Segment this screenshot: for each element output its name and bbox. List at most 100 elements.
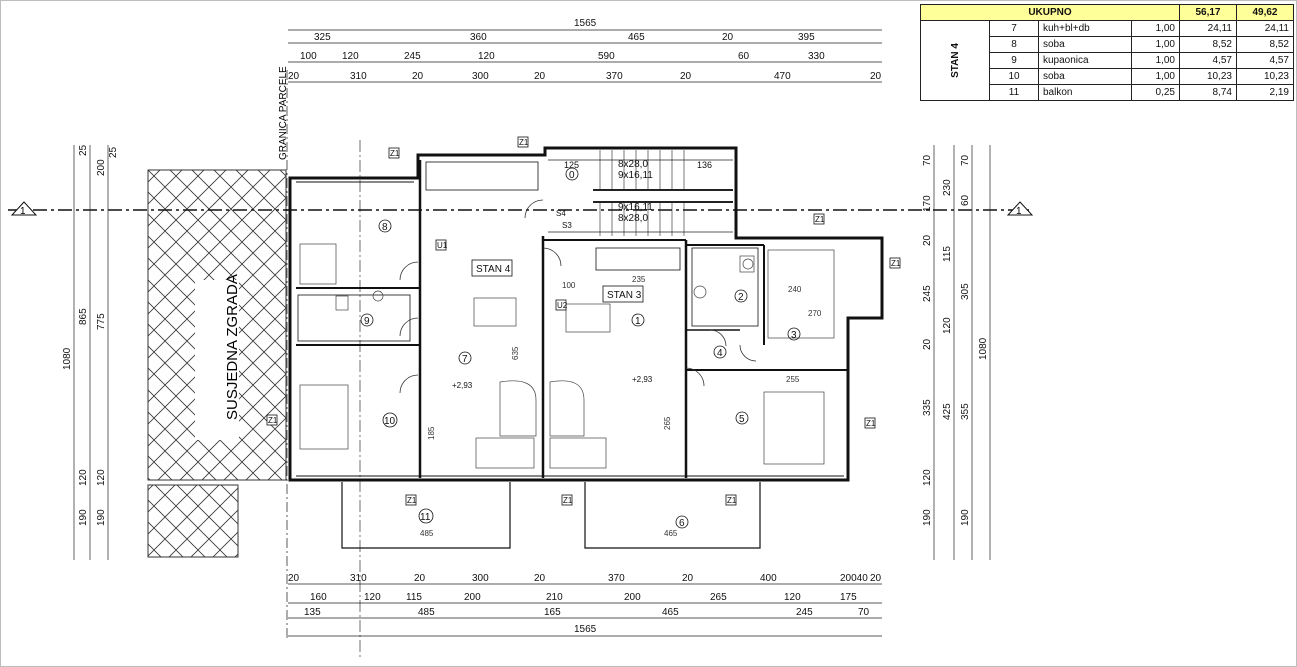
parcel-boundary: GRANICA PARCELE [278,66,289,640]
interior-dimensions: 235 255 240 270 485 465 635 265 185 100 [420,275,822,538]
svg-text:25: 25 [78,144,89,156]
svg-text:185: 185 [427,426,436,440]
svg-text:190: 190 [78,509,89,526]
svg-text:U1: U1 [437,241,448,250]
svg-text:465: 465 [628,32,645,43]
svg-text:5: 5 [739,414,745,425]
svg-text:245: 245 [922,285,933,302]
svg-text:120: 120 [342,51,359,62]
svg-text:240: 240 [788,285,802,294]
svg-text:245: 245 [404,51,421,62]
room-area-table: UKUPNO 56,17 49,62 STAN 4 7 kuh+bl+db 1,… [920,4,1295,101]
svg-text:470: 470 [774,71,791,82]
svg-text:25: 25 [108,146,119,158]
stair-upper: 8x28,0 [618,159,648,170]
svg-text:115: 115 [942,246,953,262]
svg-text:1080: 1080 [978,337,989,360]
svg-text:Z1: Z1 [727,496,737,505]
svg-text:20: 20 [288,71,300,82]
svg-text:165: 165 [544,607,561,618]
svg-text:7: 7 [462,354,468,365]
svg-text:465: 465 [662,607,679,618]
svg-text:485: 485 [418,607,435,618]
svg-text:335: 335 [922,399,933,416]
svg-text:4: 4 [717,348,723,359]
svg-text:120: 120 [96,469,107,486]
svg-text:6: 6 [679,518,685,529]
table-row: STAN 4 7 kuh+bl+db 1,00 24,11 24,11 [920,20,1295,101]
dimensions-bottom: 20 310 20 300 20 370 20 400 20040 20 160… [288,573,882,637]
svg-text:120: 120 [784,592,801,603]
building-walls [288,146,884,482]
svg-text:100: 100 [300,51,317,62]
svg-text:635: 635 [511,346,520,360]
svg-text:245: 245 [796,607,813,618]
svg-text:425: 425 [942,403,953,420]
svg-text:120: 120 [364,592,381,603]
svg-text:120: 120 [478,51,495,62]
svg-text:20: 20 [414,573,426,584]
dim-bottom-total: 1565 [574,624,597,635]
unit-3-label: STAN 3 [607,290,642,301]
total-label: UKUPNO [920,4,1180,21]
svg-text:Z1: Z1 [390,149,400,158]
svg-text:20: 20 [722,32,734,43]
svg-text:200: 200 [96,159,107,176]
svg-text:9: 9 [364,316,370,327]
svg-text:Z1: Z1 [891,259,901,268]
furniture [299,243,835,469]
svg-text:115: 115 [406,592,422,603]
svg-text:U2: U2 [557,301,568,310]
svg-text:310: 310 [350,71,367,82]
table-row: 11 balkon 0,25 8,74 2,19 [921,84,1295,101]
svg-text:300: 300 [472,573,489,584]
room-labels: STAN 4 STAN 3 1 2 3 4 5 6 7 8 9 10 11 0 … [360,167,801,529]
staircase: 125 136 8x28,0 9x16,11 9x16,11 8x28,0 [548,150,733,236]
svg-text:120: 120 [922,469,933,486]
section-marker-left: 1 [20,206,26,217]
tag-s3: S3 [562,221,572,230]
svg-text:330: 330 [808,51,825,62]
svg-text:60: 60 [738,51,750,62]
svg-text:370: 370 [606,71,623,82]
svg-text:255: 255 [786,375,800,384]
table-row: 10 soba 1,00 10,23 10,23 [921,68,1295,85]
stair-lower-b: 8x28,0 [618,213,648,224]
svg-text:120: 120 [78,469,89,486]
neighbor-label: SUSJEDNA ZGRADA [224,274,241,420]
svg-text:8: 8 [382,222,388,233]
dimensions-right: 1080 70 230 170 20 115 245 120 20 335 12… [922,145,991,560]
svg-text:20: 20 [412,71,424,82]
svg-text:360: 360 [470,32,487,43]
svg-text:100: 100 [562,281,576,290]
svg-text:2: 2 [738,292,744,303]
svg-text:265: 265 [663,416,672,430]
svg-text:485: 485 [420,529,434,538]
svg-text:865: 865 [78,308,89,325]
section-line: 1 1 [8,201,1034,217]
svg-text:1080: 1080 [62,347,73,370]
svg-text:395: 395 [798,32,815,43]
stair-dim-right: 136 [697,160,712,170]
svg-text:Z1: Z1 [866,419,876,428]
svg-text:300: 300 [472,71,489,82]
svg-text:400: 400 [760,573,777,584]
window-tags: Z1 Z1 Z1 Z1 Z1 Z1 Z1 Z1 Z1 U2 U1 S4 S3 [266,136,901,506]
svg-text:170: 170 [922,195,933,212]
unit-cell: STAN 4 [920,20,990,101]
svg-text:590: 590 [598,51,615,62]
svg-text:20: 20 [682,573,694,584]
total-net: 49,62 [1235,4,1295,21]
svg-text:20: 20 [870,71,882,82]
svg-text:Z1: Z1 [407,496,417,505]
svg-text:70: 70 [960,154,971,166]
svg-text:1: 1 [635,316,641,327]
svg-text:135: 135 [304,607,321,618]
svg-text:265: 265 [710,592,727,603]
svg-text:190: 190 [96,509,107,526]
section-marker-right: 1 [1016,206,1022,217]
svg-text:20: 20 [288,573,300,584]
tag-s4: S4 [556,209,566,218]
dim-top-total: 1565 [574,18,597,29]
